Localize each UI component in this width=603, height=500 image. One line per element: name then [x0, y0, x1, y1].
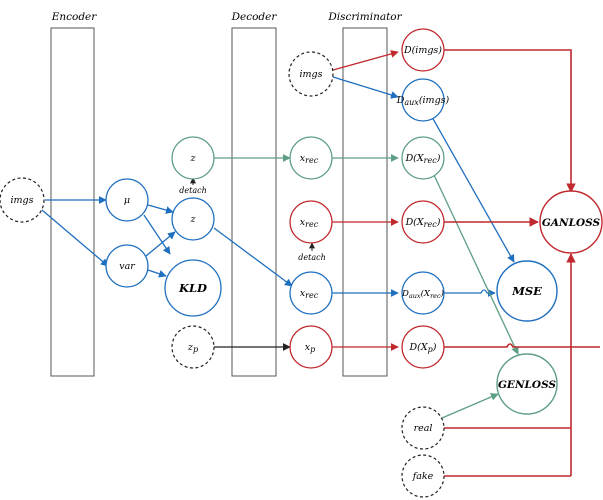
node-ganloss: GANLOSS [539, 190, 603, 254]
node-xp-label: xp [305, 342, 315, 354]
edge-mu-kld [143, 214, 171, 255]
node-imgs-input: imgs [0, 177, 45, 223]
node-daux-imgs: Daux(imgs) [396, 78, 450, 122]
detach-top-label: detach [179, 186, 206, 195]
edge-var-kld [147, 269, 167, 278]
node-d-xrec-1-label: D(Xrec) [405, 153, 441, 165]
node-xrec-1: xrec [289, 136, 333, 180]
discriminator-header: Discriminator [327, 11, 402, 23]
node-d-xrec-1: D(Xrec) [401, 136, 445, 180]
edge-real-genloss [441, 393, 499, 419]
node-xp: xp [289, 325, 333, 369]
node-genloss: GENLOSS [496, 353, 558, 415]
node-d-imgs-label: D(imgs) [403, 45, 442, 56]
node-kld: KLD [164, 259, 222, 317]
decoder-column [231, 27, 277, 377]
node-imgs-disc-label: imgs [299, 69, 322, 80]
node-zp: zp [171, 325, 215, 369]
edge-z-xrec3 [213, 227, 293, 287]
node-real: real [401, 406, 445, 450]
node-z-top: z [171, 136, 215, 180]
node-kld-label: KLD [178, 281, 207, 295]
node-xrec-1-label: xrec [300, 153, 319, 165]
node-mse: MSE [496, 260, 558, 322]
node-d-xrec-2-label: D(Xrec) [405, 217, 441, 229]
edge-imgs-dauximgs [332, 76, 399, 99]
edge-var-z [145, 231, 176, 257]
edge-imgs-dimgs [332, 50, 399, 71]
node-var-label: var [119, 261, 136, 272]
node-z-mid-label: z [189, 214, 196, 225]
decoder-header: Decoder [231, 11, 278, 23]
node-imgs-disc: imgs [288, 51, 334, 97]
node-xrec-3: xrec [289, 271, 333, 315]
node-fake: fake [401, 454, 445, 498]
edge-dauximgs-mse [431, 116, 515, 263]
edge-mu-z [147, 204, 174, 214]
node-daux-imgs-label: Daux(imgs) [396, 95, 450, 107]
node-fake-label: fake [412, 471, 434, 482]
discriminator-column [342, 27, 388, 377]
node-daux-xrec-label: Daux(Xrec) [401, 288, 444, 300]
node-xrec-2-label: xrec [300, 217, 319, 229]
edge-dxrec1-genloss [433, 174, 519, 355]
node-z-top-label: z [189, 153, 196, 164]
node-real-label: real [414, 423, 433, 434]
node-xrec-3-label: xrec [300, 288, 319, 300]
edge-dauxx-mse [444, 289, 496, 297]
node-xrec-2: xrec [289, 200, 333, 244]
node-zp-label: zp [187, 342, 198, 354]
node-var: var [105, 244, 149, 288]
detach-mid-label: detach [298, 253, 325, 262]
node-d-xp: D(Xp) [401, 325, 445, 369]
node-z-mid: z [171, 197, 215, 241]
node-d-xp-label: D(Xp) [409, 342, 437, 354]
node-imgs-input-label: imgs [10, 195, 33, 206]
node-daux-xrec: Daux(Xrec) [401, 271, 445, 315]
node-ganloss-label: GANLOSS [542, 217, 601, 229]
node-mu: μ [105, 178, 149, 222]
encoder-column [50, 27, 95, 377]
node-mse-label: MSE [511, 284, 542, 298]
node-mu-label: μ [124, 195, 130, 206]
node-d-imgs: D(imgs) [401, 28, 445, 72]
node-d-xrec-2: D(Xrec) [401, 200, 445, 244]
edge-dimgs-ganloss [444, 49, 576, 193]
node-genloss-label: GENLOSS [498, 379, 556, 391]
edge-imgs-var [41, 209, 109, 267]
encoder-header: Encoder [51, 11, 98, 23]
edge-dxp-right [444, 343, 571, 348]
